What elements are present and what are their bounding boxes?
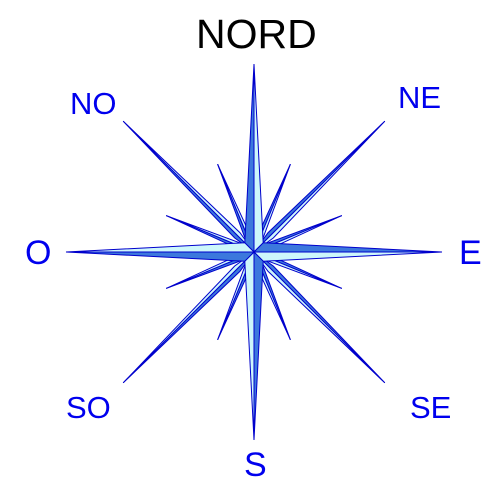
label-east: E [459,236,482,270]
cardinal-point-dark-1 [254,243,442,252]
cardinal-point-dark-2 [254,252,263,440]
label-southeast: SE [410,392,451,423]
cardinal-point-light-2 [245,252,254,440]
label-north: NORD [196,14,317,55]
cardinal-point-dark-3 [66,252,254,261]
label-northeast: NE [398,82,441,113]
diagonal-point-light-3 [123,121,254,252]
cardinal-point-light-1 [254,252,442,261]
cardinal-points [66,64,442,440]
cardinal-point-dark-0 [245,64,254,252]
label-south: S [244,448,267,482]
diagonal-point-light-2 [123,252,254,383]
cardinal-point-light-3 [66,243,254,252]
label-northwest: NO [70,88,117,119]
cardinal-point-light-0 [254,64,263,252]
diagonal-point-light-1 [254,252,385,383]
label-west: O [25,236,51,270]
diagonal-point-light-0 [254,121,385,252]
label-southwest: SO [66,392,111,423]
